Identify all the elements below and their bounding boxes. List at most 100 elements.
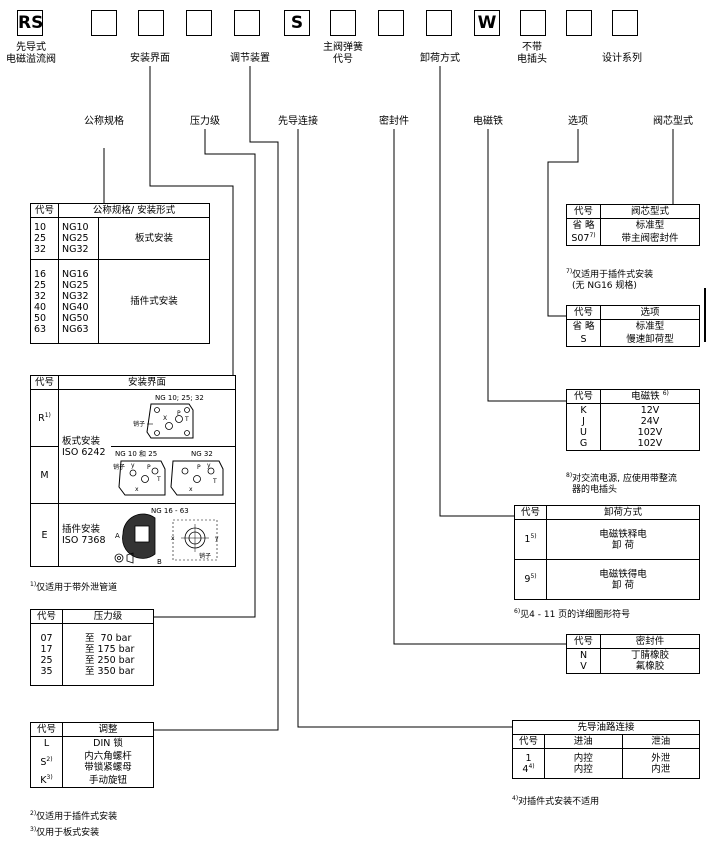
code-box-2 [91, 10, 117, 36]
unload-desc-1: 电磁铁释电卸 荷 [546, 519, 700, 560]
size-head-desc: 公称规格/ 安装形式 [58, 203, 210, 218]
adjust-desc-k: 手动旋钮 [62, 774, 154, 788]
interface-img-m: NG 10 和 25 NG 32 y P T x 销子 P T x y [110, 446, 236, 504]
adjust-desc-s: 内六角螺杆带锁紧螺母 [62, 750, 154, 774]
svg-text:P: P [177, 410, 181, 417]
pilot-head-out: 泄油 [621, 734, 700, 749]
code-box-6: S [284, 10, 310, 36]
core-head-code: 代号 [566, 204, 601, 219]
pilot-head-in: 进油 [544, 734, 623, 749]
interface-code-e: E [30, 503, 59, 567]
unload-head-code: 代号 [514, 505, 547, 520]
edge-mark [704, 288, 706, 342]
adjust-code-s: S2) [30, 750, 63, 774]
adjust-note-2: 2)仅适用于插件式安装 [30, 810, 118, 823]
svg-text:T: T [184, 416, 189, 423]
code-box-11 [520, 10, 546, 36]
interface-code-r: R1) [30, 389, 59, 447]
pressure-head-desc: 压力级 [62, 609, 154, 624]
pilot-title: 先导油路连接 [512, 720, 700, 735]
code-box-4 [186, 10, 212, 36]
pilot-in-values: 内控内控 [544, 748, 623, 779]
unload-code-9: 95) [514, 559, 547, 600]
svg-text:x: x [171, 535, 175, 542]
interface-head-desc: 安装界面 [58, 375, 236, 390]
svg-text:y: y [131, 462, 135, 469]
adjust-desc-l: DIN 锁 [62, 736, 154, 750]
size-group1-mount: 板式安装 [98, 217, 210, 260]
svg-text:y: y [207, 462, 211, 469]
interface-code-m: M [30, 446, 59, 504]
code-box-5 [234, 10, 260, 36]
interface-img-r: NG 10; 25; 32 P T X 销子 [110, 389, 236, 447]
unload-note: 6)见4 - 11 页的详细图形符号 [514, 608, 631, 621]
img-r-label: NG 10; 25; 32 [155, 394, 204, 402]
label-solenoid: 电磁铁 [466, 116, 510, 128]
img-m-label1: NG 10 和 25 [115, 449, 157, 458]
img-e-pin-label: 销子 [199, 552, 211, 560]
adjust-code-k: K3) [30, 774, 63, 788]
label-no-plug: 不带电插头 [512, 42, 552, 66]
img-r-pin-label: 销子 [133, 420, 145, 428]
core-code-omit: 省 略 [566, 218, 601, 232]
label-nominal-size: 公称规格 [78, 116, 130, 128]
svg-text:P: P [147, 464, 151, 471]
option-head-desc: 选项 [600, 305, 700, 320]
seal-head-desc: 密封件 [600, 634, 700, 649]
option-desc-s: 慢速卸荷型 [600, 333, 700, 347]
code-box-3 [138, 10, 164, 36]
option-desc-omit: 标准型 [600, 319, 700, 333]
interface-head-code: 代号 [30, 375, 59, 390]
label-main-spring: 主阀弹簧代号 [318, 42, 368, 66]
label-mount-interface: 安装界面 [124, 53, 176, 65]
size-group2-mount: 插件式安装 [98, 259, 210, 344]
seal-head-code: 代号 [566, 634, 601, 649]
pilot-head-code: 代号 [512, 734, 545, 749]
label-option: 选项 [562, 116, 594, 128]
core-desc-s07: 带主阀密封件 [600, 232, 700, 246]
img-e-label: NG 16 - 63 [151, 507, 189, 515]
interface-note: 1)仅适用于带外泄管道 [30, 581, 118, 594]
interface-img-e: NG 16 - 63 A B x y 销子 [110, 503, 236, 567]
label-pressure-level: 压力级 [182, 116, 228, 128]
label-adjust-device: 调节装置 [223, 53, 277, 65]
adjust-head-desc: 调整 [62, 722, 154, 737]
core-code-s07: S077) [566, 232, 601, 246]
solenoid-head-code: 代号 [566, 389, 601, 404]
option-head-code: 代号 [566, 305, 601, 320]
adjust-code-l: L [30, 736, 63, 750]
svg-text:X: X [163, 415, 167, 422]
svg-text:T: T [156, 476, 161, 483]
size-head-code: 代号 [30, 203, 59, 218]
code-box-12 [566, 10, 592, 36]
img-m-label2: NG 32 [191, 450, 213, 458]
label-core-type: 阀芯型式 [647, 116, 699, 128]
option-code-omit: 省 略 [566, 319, 601, 333]
label-pilot-connection: 先导连接 [272, 116, 324, 128]
solenoid-head-desc: 电磁铁 6) [600, 389, 700, 404]
unload-desc-9: 电磁铁得电卸 荷 [546, 559, 700, 600]
label-pilot-valve: 先导式电磁溢流阀 [6, 42, 56, 66]
core-desc-omit: 标准型 [600, 218, 700, 232]
code-box-8 [378, 10, 404, 36]
seal-values: 丁腈橡胶氟橡胶 [600, 648, 700, 674]
pilot-note: 4)对插件式安装不适用 [512, 795, 600, 808]
label-design-series: 设计系列 [594, 53, 650, 65]
adjust-note-3: 3)仅用于板式安装 [30, 826, 100, 839]
code-box-9 [426, 10, 452, 36]
svg-text:T: T [212, 478, 217, 485]
pressure-head-code: 代号 [30, 609, 63, 624]
